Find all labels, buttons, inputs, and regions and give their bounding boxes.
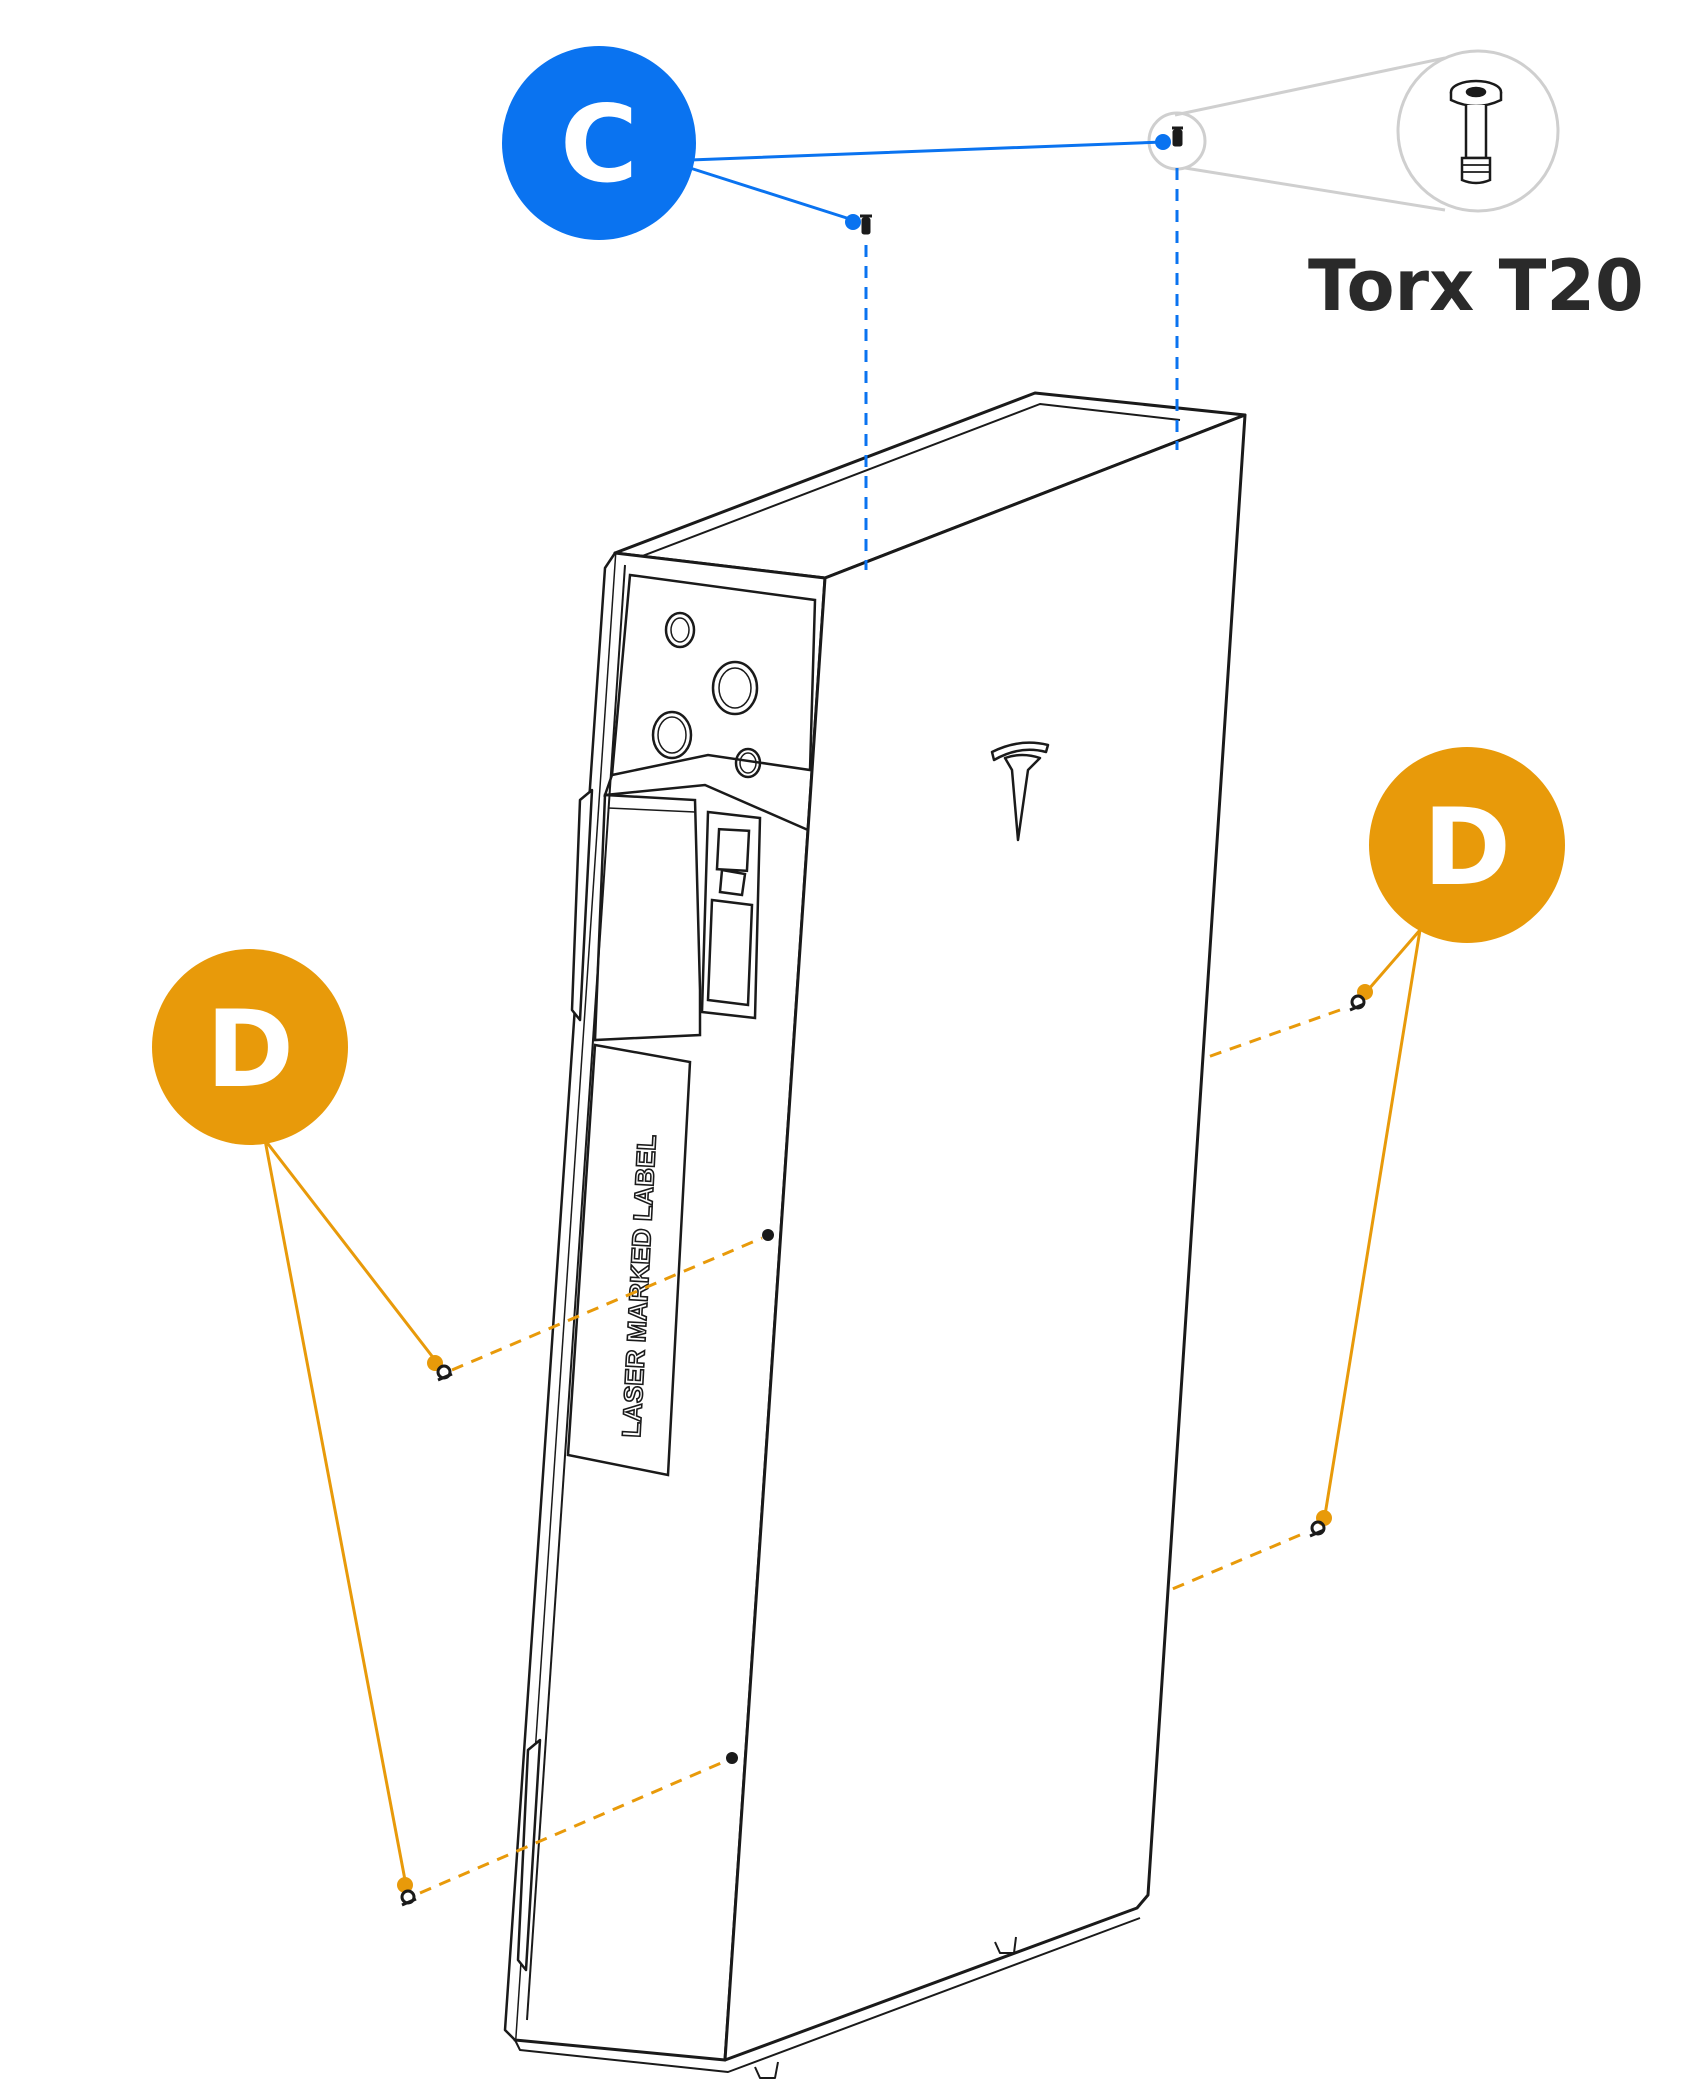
port-circle-4 [734, 747, 762, 779]
callout-d-right-dashed-lines [1169, 1008, 1341, 1592]
callout-d-right-badge [1369, 747, 1565, 943]
switch-lower-box [706, 898, 754, 1007]
tesla-logo-icon [990, 741, 1050, 842]
callout-d-right-group: D [1169, 747, 1565, 1592]
torx-screw-zoom-icon [1449, 79, 1503, 185]
callout-c-dashed-lines [864, 168, 1179, 570]
callout-d-left-label: D [206, 988, 294, 1111]
zoom-connector-lines [1174, 56, 1446, 212]
access-cover-inner [607, 807, 696, 813]
unit-top-edge [824, 414, 1246, 579]
port-circle-2-inner [718, 667, 752, 709]
callout-c-label: C [560, 83, 638, 206]
screw-d-right-lower-icon [1309, 1520, 1326, 1538]
callout-d-left-group: D [152, 949, 763, 1907]
unit-rear-bracket-lower [516, 1738, 542, 1972]
screw-d-right-upper-icon [1349, 994, 1366, 1012]
powerwall-unit [503, 391, 1247, 2079]
unit-foot-left [754, 2061, 779, 2079]
callout-c-group: Torx T20 C [502, 46, 1644, 570]
callout-d-left-dot-lower [397, 1877, 413, 1893]
port-circle-4-inner [739, 752, 757, 774]
port-circle-3-inner [657, 716, 687, 754]
callout-c-badge [502, 46, 696, 240]
callout-d-left-leader-lines [263, 1139, 437, 1881]
port-circle-2 [711, 660, 759, 716]
plate-step-line [603, 774, 809, 832]
screw-c-right-icon [1172, 126, 1183, 147]
side-screw-hole-upper [762, 1229, 774, 1241]
screw-c-left-icon [860, 214, 872, 235]
unit-top-rim [631, 403, 1181, 561]
port-circle-1-inner [670, 617, 690, 643]
callout-d-left-badge [152, 949, 348, 1145]
callout-d-right-leader-lines [1323, 929, 1422, 1516]
screw-d-left-lower-icon [400, 1889, 417, 1907]
unit-foot-right [994, 1936, 1017, 1954]
port-circle-1 [664, 611, 696, 649]
callout-d-right-label: D [1423, 786, 1511, 909]
callout-c-dot-right [1155, 134, 1171, 150]
switch-window [715, 827, 751, 873]
screw-d-left-upper-icon [436, 1364, 453, 1382]
port-circle-3 [651, 710, 693, 760]
unit-rear-bracket-upper [570, 788, 594, 1022]
unit-side-edge-strip [503, 552, 617, 2041]
side-screw-hole-lower [726, 1752, 738, 1764]
tool-label: Torx T20 [1308, 245, 1644, 327]
switch-lever [718, 868, 747, 897]
callout-d-left-dashed-lines [419, 1236, 763, 1895]
unit-bottom-edge [514, 1917, 1141, 2073]
access-cover [593, 793, 702, 1042]
callout-c-leader-lines [689, 140, 1164, 222]
switch-housing [700, 810, 762, 1020]
callout-c-dot-left [845, 214, 861, 230]
